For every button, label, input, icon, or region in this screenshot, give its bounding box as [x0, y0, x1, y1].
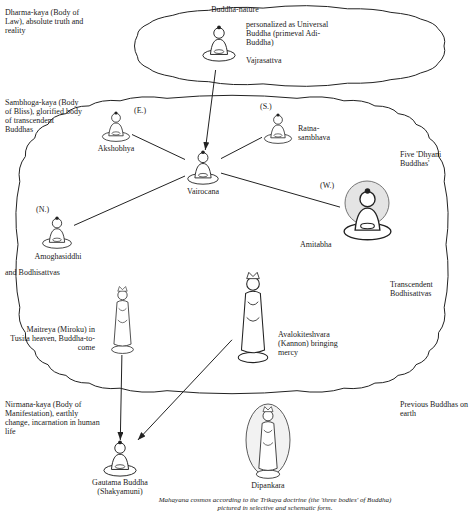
direction-mark: (E.): [134, 106, 154, 115]
amoghasiddhi-figure: [43, 216, 72, 248]
dharma-kaya-cloud: Dharma-kaya (Body of Law), absolute trut…: [130, 2, 450, 90]
figure-caption: Mahayana cosmos according to the Trikaya…: [150, 496, 400, 512]
kaya-heading: and Bodhisattvas: [5, 268, 65, 277]
vairocana-figure: [188, 150, 219, 184]
avalokiteshvara-figure: [238, 272, 267, 362]
side-label: Nirmana-kaya (Body of Manifestation), ea…: [5, 400, 100, 436]
direction-mark: (W.): [320, 181, 342, 190]
cloud-title: Buddha-nature: [190, 5, 280, 14]
direction-mark: (S.): [260, 102, 280, 111]
buddha-figure-node: (N.)Amoghasiddhi: [40, 215, 74, 251]
akshobhya-figure: [102, 111, 129, 141]
buddha-figure-node: (W.)Amitabha: [340, 185, 395, 245]
gautama-figure: [104, 440, 136, 476]
cloud-outline: [130, 2, 450, 90]
figure-name: Avalokiteshvara (Kannon) bringing mercy: [278, 330, 358, 357]
emanation-line: [74, 176, 185, 225]
figure-note: personalized as Universal Buddha (primev…: [246, 20, 341, 47]
figure-name: Gautama Buddha (Shakyamuni): [75, 478, 165, 496]
buddha-figure-node: Gautama Buddha (Shakyamuni): [100, 440, 140, 478]
maitreya-figure: [112, 287, 134, 354]
side-label: Previous Buddhas on earth: [400, 400, 470, 418]
direction-mark: (N.): [36, 205, 56, 214]
bodhisattva-figure-node: Avalokiteshvara (Kannon) bringing mercy: [232, 270, 274, 365]
figure-name: Amoghasiddhi: [26, 252, 90, 261]
buddha-figure-node: personalized as Universal Buddha (primev…: [200, 18, 238, 70]
emanation-arrow: [138, 340, 232, 440]
amitabha-figure: [344, 188, 391, 240]
figure-name: Vajrasattva: [246, 56, 306, 65]
bodhisattva-figure-node: Maitreya (Miroku) in Tusita heaven, Budd…: [100, 285, 145, 355]
figure-name: Maitreya (Miroku) in Tusita heaven, Budd…: [10, 325, 95, 352]
kaya-heading: Dharma-kaya (Body of Law), absolute trut…: [5, 8, 85, 35]
kaya-heading: Sambhoga-kaya (Body of Bliss), glorified…: [5, 98, 83, 134]
sambhoga-kaya-cloud: Sambhoga-kaya (Body of Bliss), glorified…: [12, 92, 452, 397]
emanation-line: [132, 135, 185, 160]
side-label: Transcendent Bodhisattvas: [390, 280, 465, 298]
buddha-figure-node: Vairocana: [185, 150, 221, 186]
emanation-arrow: [120, 355, 122, 440]
vajrasattva-figure: [203, 25, 235, 61]
figure-name: Akshobhya: [86, 144, 146, 153]
ratnasambhava-figure: [264, 113, 291, 143]
figure-name: Amitabha: [300, 240, 345, 249]
dipankara-figure: [256, 407, 279, 479]
emanation-line: [221, 173, 340, 207]
buddha-figure-node: (S.)Ratna-sambhava: [262, 112, 294, 146]
cloud-outline-path: [135, 6, 445, 87]
figure-name: Ratna-sambhava: [298, 124, 340, 142]
buddha-figure-node: (E.)Akshobhya: [100, 110, 132, 144]
figure-name: Vairocana: [173, 187, 233, 196]
buddha-figure-node: Dipankara: [245, 405, 291, 480]
figure-name: Dipankara: [240, 481, 296, 490]
side-label: Five 'Dhyani Buddhas': [400, 150, 465, 168]
emanation-line: [221, 137, 262, 158]
